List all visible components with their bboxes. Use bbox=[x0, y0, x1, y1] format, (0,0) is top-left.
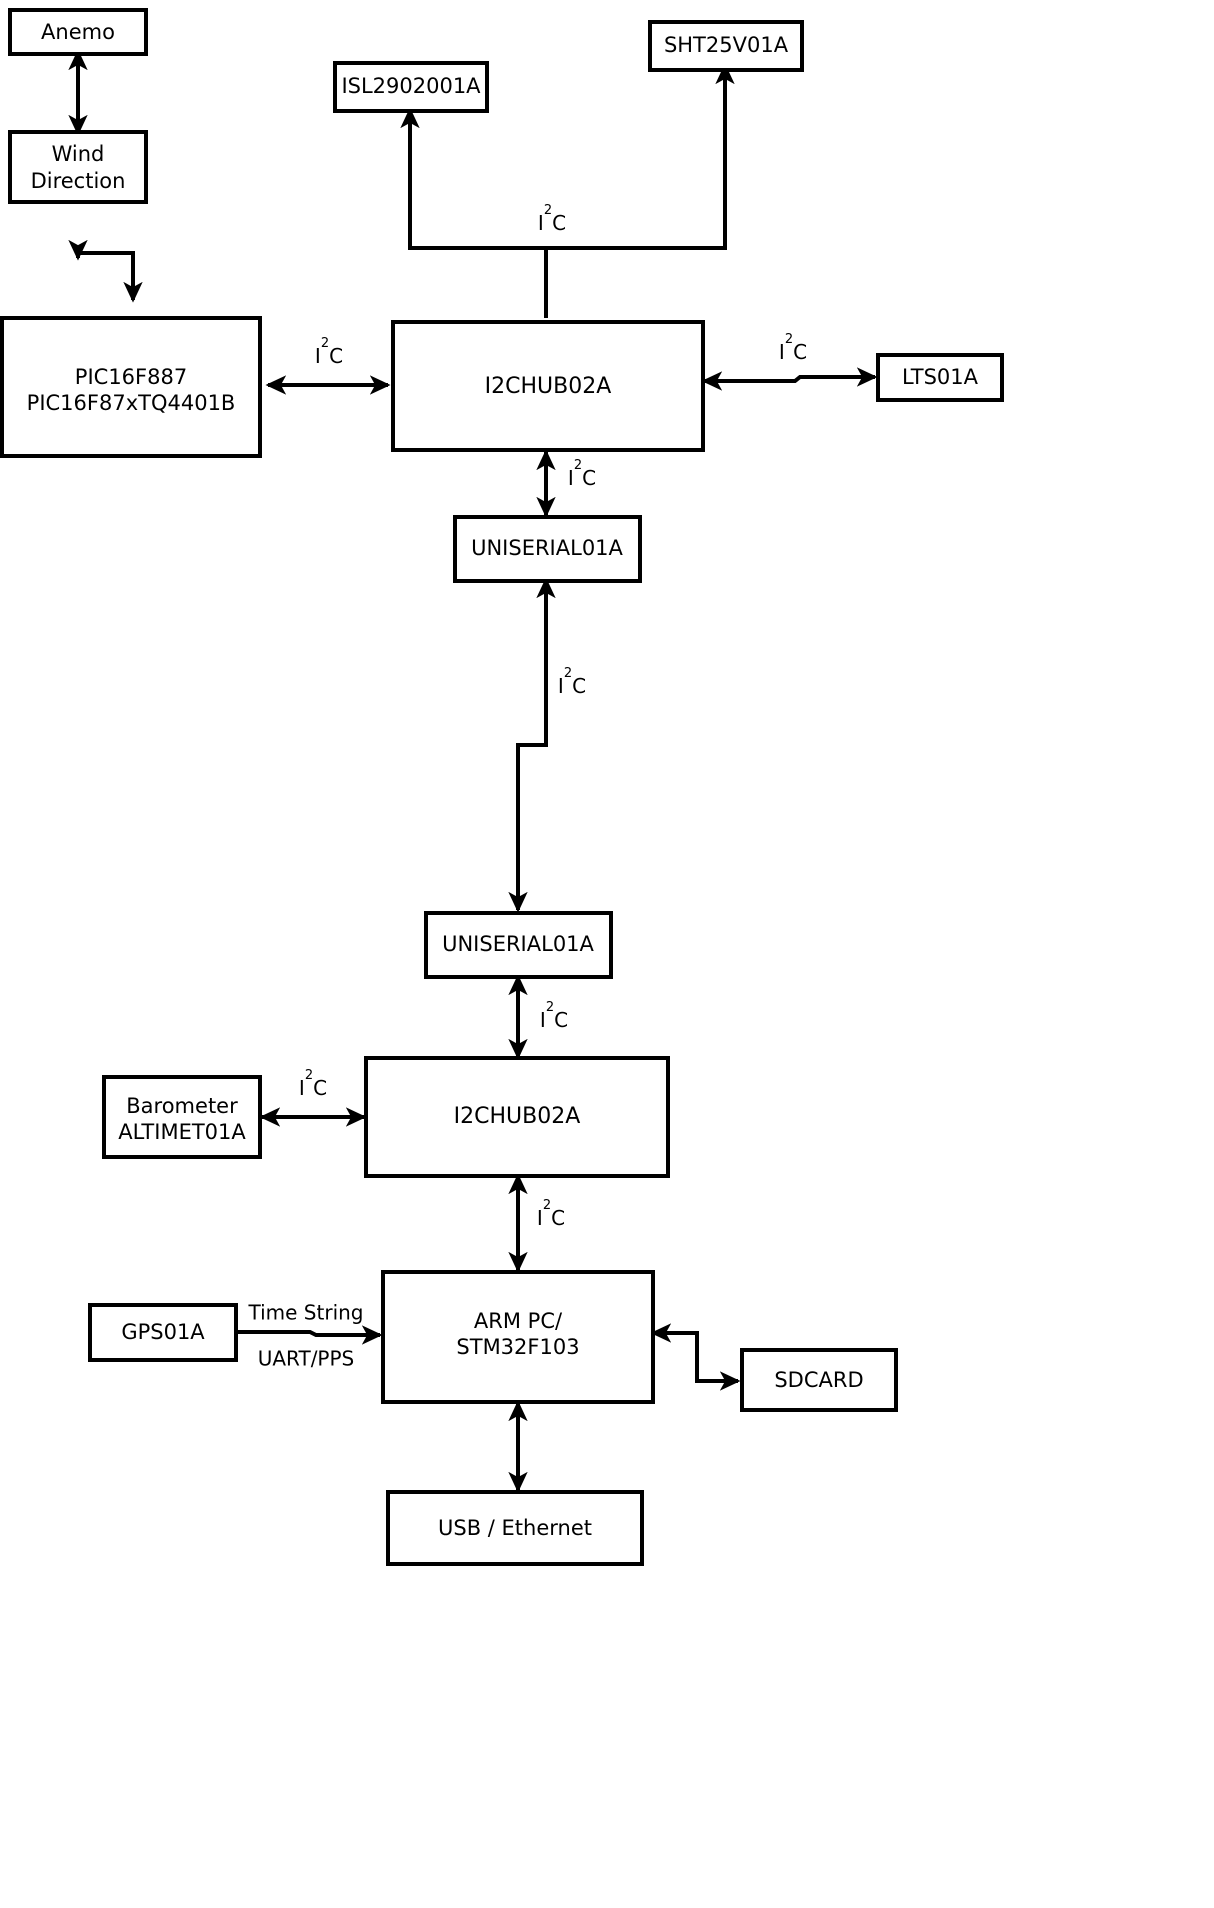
node-label-sht: SHT25V01A bbox=[664, 33, 789, 57]
node-i2chub02a-bottom[interactable]: I2CHUB02A bbox=[364, 1056, 670, 1178]
edge-hubtop-uniserialtop: I2C bbox=[536, 449, 596, 518]
node-label-pic-line1: PIC16F887 bbox=[75, 365, 187, 389]
edge-label-i2c: I2C bbox=[779, 332, 807, 364]
edge-hubbot-arm: I2C bbox=[508, 1173, 565, 1273]
node-uniserial01a-bottom[interactable]: UNISERIAL01A bbox=[424, 911, 613, 979]
edge-line bbox=[68, 239, 143, 303]
node-label-lts: LTS01A bbox=[902, 365, 979, 389]
node-isl2902001a[interactable]: ISL2902001A bbox=[333, 61, 489, 113]
edge-uniserial-link: I2C bbox=[508, 577, 586, 913]
edge-hubtop-isl bbox=[400, 107, 548, 318]
node-box[interactable] bbox=[0, 316, 262, 458]
node-label-isl: ISL2902001A bbox=[341, 74, 481, 98]
node-box[interactable] bbox=[381, 1270, 655, 1404]
edge-pic-hubtop: I2C bbox=[265, 336, 391, 395]
node-label-usb: USB / Ethernet bbox=[438, 1516, 592, 1540]
node-box[interactable] bbox=[453, 515, 642, 583]
node-box[interactable] bbox=[740, 1348, 898, 1412]
node-box[interactable] bbox=[8, 130, 148, 204]
node-label-arm-line2: STM32F103 bbox=[456, 1335, 579, 1359]
node-label-uniserial-bottom: UNISERIAL01A bbox=[442, 932, 594, 956]
node-label-uniserial-top: UNISERIAL01A bbox=[471, 536, 623, 560]
node-box[interactable] bbox=[364, 1056, 670, 1178]
node-box[interactable] bbox=[386, 1490, 644, 1566]
node-gps01a[interactable]: GPS01A bbox=[88, 1303, 238, 1362]
node-arm-pc[interactable]: ARM PC/ STM32F103 bbox=[381, 1270, 655, 1404]
edge-line bbox=[237, 1325, 383, 1345]
edge-label-i2c: I2C bbox=[299, 1068, 327, 1100]
node-label-wind-line1: Wind bbox=[52, 142, 105, 166]
edge-hubtop-lts: I2C bbox=[701, 332, 878, 391]
edge-label-time-string: Time String bbox=[248, 1301, 364, 1325]
node-label-barometer-line2: ALTIMET01A bbox=[118, 1120, 246, 1144]
edge-barometer-hubbot: I2C bbox=[259, 1068, 367, 1127]
node-label-wind-line2: Direction bbox=[31, 169, 126, 193]
node-i2chub02a-top[interactable]: I2CHUB02A bbox=[391, 320, 705, 452]
node-box[interactable] bbox=[648, 20, 804, 72]
edge-label-i2c: I2C bbox=[537, 1198, 565, 1230]
edge-label-i2c: I2C bbox=[540, 1000, 568, 1032]
edge-gps-arm: Time String UART/PPS bbox=[237, 1301, 383, 1371]
edge-label-i2c: I2C bbox=[558, 666, 586, 698]
node-box[interactable] bbox=[102, 1075, 262, 1159]
edge-hubtop-sht: I2C bbox=[538, 63, 735, 318]
node-anemo[interactable]: Anemo bbox=[8, 8, 148, 56]
node-uniserial01a-top[interactable]: UNISERIAL01A bbox=[453, 515, 642, 583]
node-label-sdcard: SDCARD bbox=[774, 1368, 863, 1392]
node-lts01a[interactable]: LTS01A bbox=[876, 353, 1004, 402]
node-label-barometer-line1: Barometer bbox=[126, 1094, 238, 1118]
node-box[interactable] bbox=[424, 911, 613, 979]
edge-label-i2c: I2C bbox=[315, 336, 343, 368]
node-label-anemo: Anemo bbox=[41, 20, 115, 44]
node-box[interactable] bbox=[8, 8, 148, 56]
node-box[interactable] bbox=[876, 353, 1004, 402]
edge-label-i2c: I2C bbox=[568, 458, 596, 490]
node-label-hub-top: I2CHUB02A bbox=[485, 374, 612, 399]
edge-label-uart-pps: UART/PPS bbox=[258, 1347, 355, 1371]
edge-label-i2c: I2C bbox=[538, 203, 566, 235]
edge-arm-sdcard bbox=[650, 1323, 741, 1391]
node-box[interactable] bbox=[88, 1303, 238, 1362]
node-sdcard[interactable]: SDCARD bbox=[740, 1348, 898, 1412]
node-label-arm-line1: ARM PC/ bbox=[474, 1309, 563, 1333]
node-sht25v01a[interactable]: SHT25V01A bbox=[648, 20, 804, 72]
node-label-gps: GPS01A bbox=[121, 1320, 205, 1344]
edge-line bbox=[650, 1323, 741, 1391]
node-barometer-altimet01a[interactable]: Barometer ALTIMET01A bbox=[102, 1075, 262, 1159]
node-label-pic-line2: PIC16F87xTQ4401B bbox=[27, 391, 236, 415]
node-label-hub-bottom: I2CHUB02A bbox=[454, 1104, 581, 1129]
node-box[interactable] bbox=[333, 61, 489, 113]
edge-uniserialbot-hubbot: I2C bbox=[508, 974, 568, 1060]
edge-line bbox=[544, 63, 735, 318]
node-usb-ethernet[interactable]: USB / Ethernet bbox=[386, 1490, 644, 1566]
edge-line bbox=[508, 577, 556, 913]
edge-line bbox=[701, 367, 878, 391]
node-box[interactable] bbox=[391, 320, 705, 452]
node-pic16f887[interactable]: PIC16F887 PIC16F87xTQ4401B bbox=[0, 316, 262, 458]
edge-pic-wind bbox=[68, 239, 143, 303]
node-wind-direction[interactable]: Wind Direction bbox=[8, 130, 148, 204]
edge-line bbox=[400, 107, 548, 318]
